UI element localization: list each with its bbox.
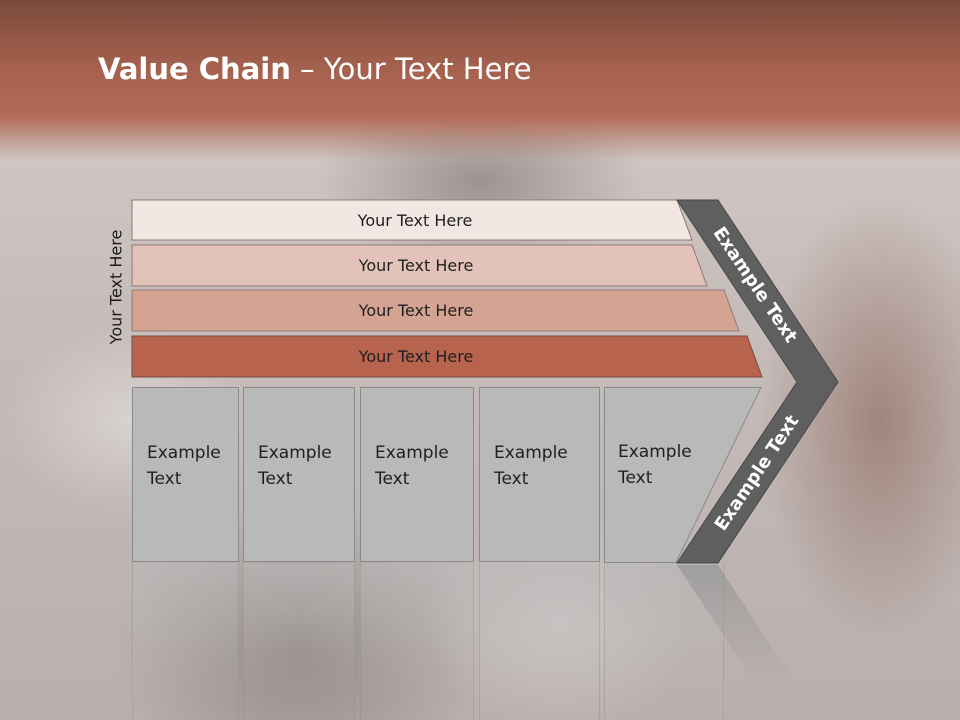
row-label: Your Text Here xyxy=(358,255,474,275)
row-label: Your Text Here xyxy=(357,210,473,230)
box-reflection xyxy=(243,563,355,720)
activity-box-3[interactable]: Example Text xyxy=(360,387,474,562)
activity-box-5-shape xyxy=(604,387,762,563)
title-bold: Value Chain xyxy=(98,52,291,86)
row-label: Your Text Here xyxy=(358,346,474,366)
box-text-line1: Example xyxy=(147,443,221,463)
box-text-line2: Text xyxy=(375,469,410,489)
box-text-line1: Example xyxy=(618,442,692,462)
box-text-line2: Text xyxy=(494,469,529,489)
box-text-line1: Example xyxy=(375,443,449,463)
box-text-line2: Text xyxy=(147,469,182,489)
box-reflection xyxy=(360,563,474,720)
box-text-line1: Example xyxy=(258,443,332,463)
box-reflection xyxy=(132,563,239,720)
activity-box-4[interactable]: Example Text xyxy=(479,387,600,562)
activity-box-5[interactable]: Example Text xyxy=(604,387,724,562)
activity-box-2[interactable]: Example Text xyxy=(243,387,355,562)
title-banner xyxy=(0,0,960,160)
activity-box-1[interactable]: Example Text xyxy=(132,387,239,562)
box-text-line1: Example xyxy=(494,443,568,463)
box-text-line2: Text xyxy=(618,468,653,488)
box-text-line2: Text xyxy=(258,469,293,489)
title-rest: – Your Text Here xyxy=(290,52,532,86)
row-label: Your Text Here xyxy=(358,300,474,320)
slide-title[interactable]: Value Chain – Your Text Here xyxy=(98,52,532,86)
box-reflection xyxy=(479,563,600,720)
